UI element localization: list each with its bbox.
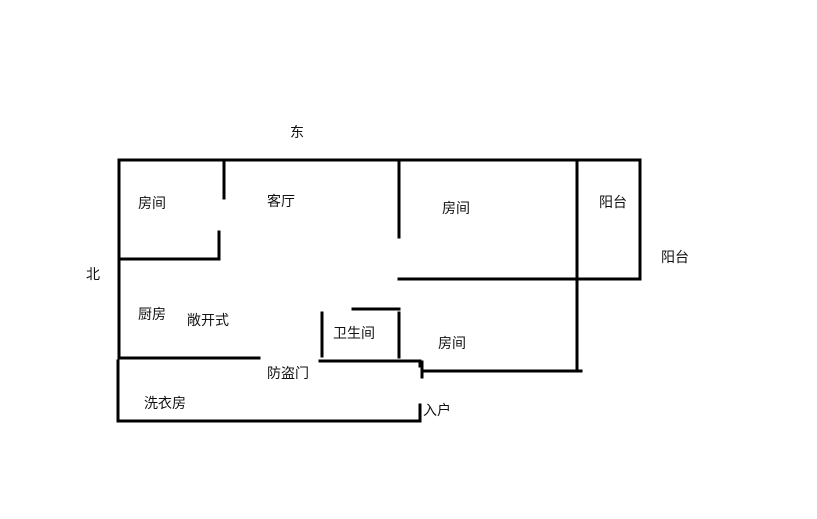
room-label-living-room: 客厅 xyxy=(267,193,295,210)
label-entrance: 入户 xyxy=(423,402,451,419)
direction-east-label: 东 xyxy=(290,125,304,141)
labels: 东 北 房间 客厅 房间 阳台 阳台 厨房 敞开式 卫生间 房间 防盗门 洗衣房… xyxy=(86,125,689,419)
room-label-bathroom: 卫生间 xyxy=(333,326,375,342)
direction-north-label: 北 xyxy=(86,267,100,283)
label-security-door: 防盗门 xyxy=(267,366,309,382)
room-label-bedroom-ne: 房间 xyxy=(442,201,470,217)
room-label-bedroom-se: 房间 xyxy=(438,336,466,352)
room-label-open-style: 敞开式 xyxy=(187,313,229,329)
room-label-balcony-outer: 阳台 xyxy=(661,250,689,266)
room-label-kitchen: 厨房 xyxy=(138,307,166,323)
room-label-bedroom-nw: 房间 xyxy=(138,196,166,212)
room-label-balcony-inner: 阳台 xyxy=(599,195,627,211)
room-label-laundry: 洗衣房 xyxy=(144,396,186,412)
walls xyxy=(116,158,642,423)
